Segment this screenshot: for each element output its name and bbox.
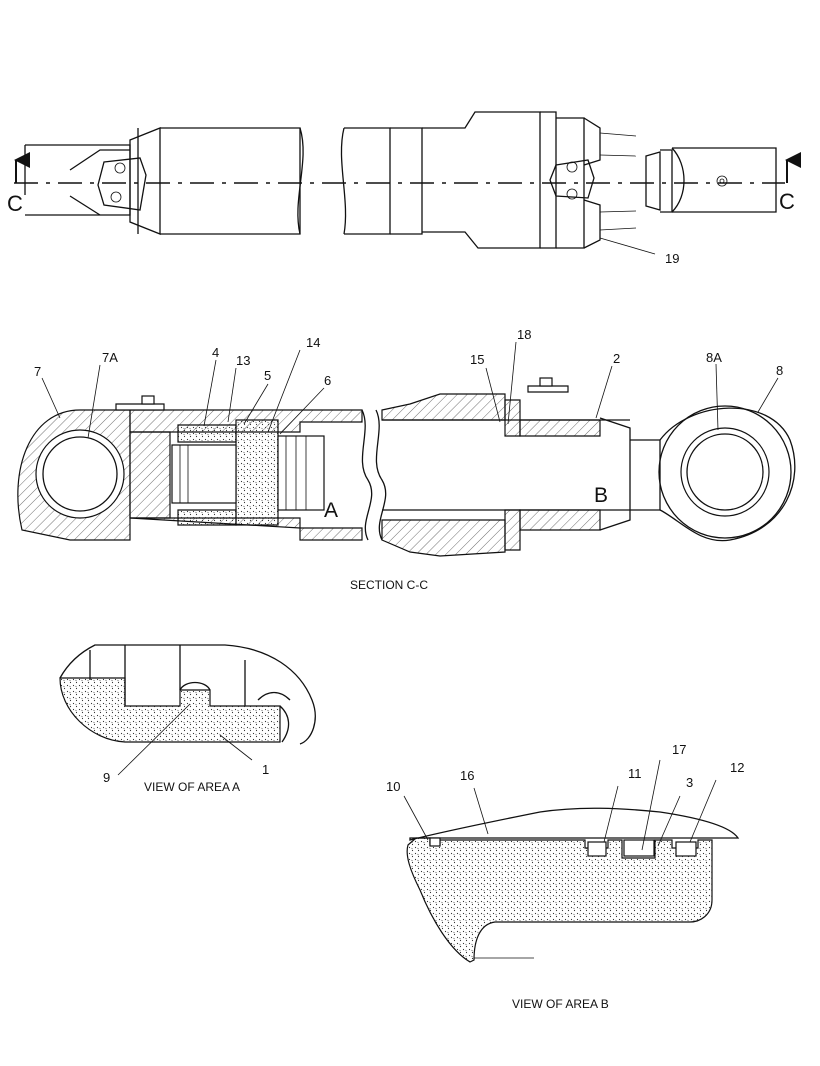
- part-label-1: 1: [262, 762, 269, 777]
- part-label-3: 3: [686, 775, 693, 790]
- part-label-18: 18: [517, 327, 531, 342]
- part-label-12: 12: [730, 760, 744, 775]
- part-label-14: 14: [306, 335, 320, 350]
- caption-view-a: VIEW OF AREA A: [144, 780, 240, 794]
- caption-view-b: VIEW OF AREA B: [512, 997, 609, 1011]
- view-area-b-drawing: [403, 759, 740, 963]
- part-label-19: 19: [665, 251, 679, 266]
- area-letter-b: B: [594, 484, 608, 507]
- area-letter-a: A: [324, 499, 338, 522]
- part-label-7a: 7A: [102, 350, 118, 365]
- exterior-view: [14, 111, 801, 255]
- part-label-13: 13: [236, 353, 250, 368]
- section-marker-left: C: [7, 191, 23, 216]
- part-label-4: 4: [212, 345, 219, 360]
- part-label-16: 16: [460, 768, 474, 783]
- part-label-6: 6: [324, 373, 331, 388]
- caption-section-cc: SECTION C-C: [350, 578, 428, 592]
- part-label-15: 15: [470, 352, 484, 367]
- part-label-8a: 8A: [706, 350, 722, 365]
- part-label-17: 17: [672, 742, 686, 757]
- part-label-10: 10: [386, 779, 400, 794]
- section-cc-drawing: [17, 341, 796, 557]
- part-label-7: 7: [34, 364, 41, 379]
- part-label-11: 11: [628, 766, 642, 781]
- part-label-8: 8: [776, 363, 783, 378]
- part-label-2: 2: [613, 351, 620, 366]
- section-marker-right: C: [779, 189, 795, 214]
- part-label-5: 5: [264, 368, 271, 383]
- view-area-a-drawing: [59, 644, 316, 776]
- part-label-9: 9: [103, 770, 110, 785]
